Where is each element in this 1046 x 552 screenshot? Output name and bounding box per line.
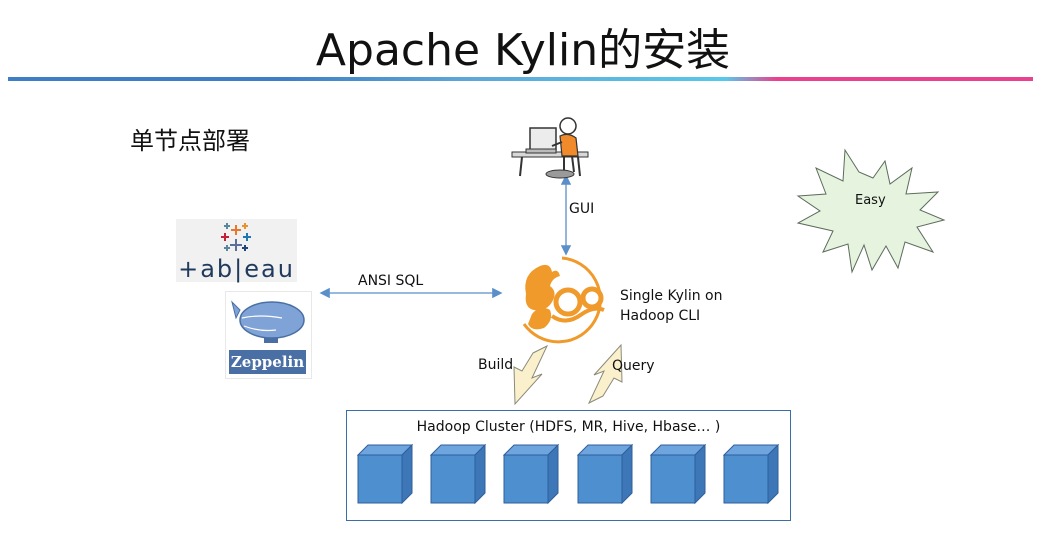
cube-icon [577,444,633,504]
tableau-wordmark: +ab|eau [178,255,295,283]
page-title: Apache Kylin的安装 [315,25,731,76]
kylin-logo-icon [522,256,605,344]
gui-label: GUI [569,201,595,217]
cube-icon [650,444,706,504]
zeppelin-wordmark: Zeppelin [229,350,306,374]
easy-label: Easy [855,193,886,208]
cube-icon [430,444,486,504]
title-divider [8,77,1033,81]
hadoop-cluster-label: Hadoop Cluster (HDFS, MR, Hive, Hbase… ) [416,419,721,435]
query-arrow [587,343,623,405]
cube-icon [723,444,779,504]
build-label: Build [478,357,514,373]
build-arrow [513,344,549,406]
section-heading: 单节点部署 [130,127,250,155]
zeppelin-airship-icon [231,300,305,343]
kylin-caption-line2: Hadoop CLI [620,308,701,324]
cube-icon [503,444,559,504]
hadoop-cluster-box: Hadoop Cluster (HDFS, MR, Hive, Hbase… ) [346,410,791,521]
cluster-nodes [357,444,779,504]
tableau-logo: +ab|eau [176,219,297,283]
query-label: Query [612,358,655,374]
kylin-caption-line1: Single Kylin on [620,288,723,304]
cube-icon [357,444,413,504]
zeppelin-logo: Zeppelin [225,291,312,379]
easy-starburst [796,148,946,274]
ansi-sql-label: ANSI SQL [358,273,424,289]
tableau-cross-icon [221,223,251,251]
kylin-caption: Single Kylin on Hadoop CLI [620,286,722,326]
person-at-computer-icon [511,117,589,179]
